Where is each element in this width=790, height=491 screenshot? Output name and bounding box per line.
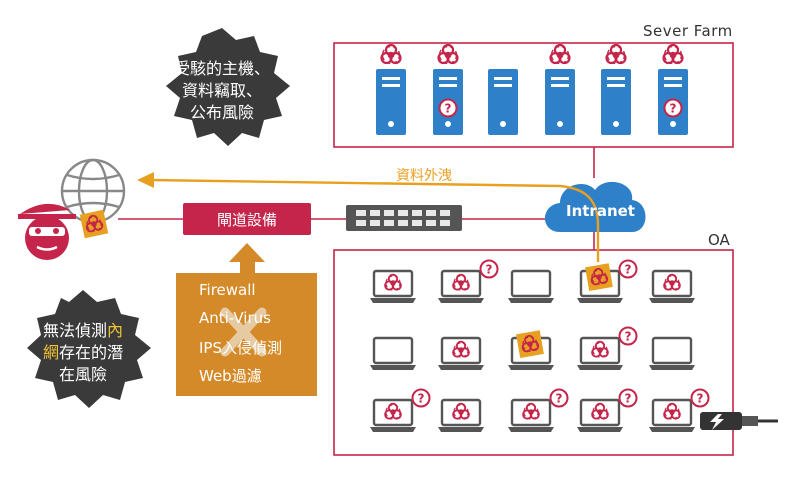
oa-laptop xyxy=(576,259,638,305)
laptop-icon xyxy=(648,336,696,372)
oa-laptop xyxy=(576,326,638,372)
intranet-label: Intranet xyxy=(566,202,635,220)
server-unit xyxy=(601,43,631,135)
server-icon xyxy=(488,69,518,135)
oa-laptop xyxy=(369,388,431,434)
threat-bubble-bottom xyxy=(27,290,151,408)
data-leak-label: 資料外洩 xyxy=(396,168,452,184)
oa-laptop xyxy=(369,269,417,305)
question-icon xyxy=(618,388,638,408)
oa-laptop xyxy=(437,336,485,372)
network-switch xyxy=(346,205,462,231)
server-icon xyxy=(601,69,631,135)
question-icon xyxy=(438,98,458,118)
question-icon xyxy=(690,388,710,408)
server-icon xyxy=(545,69,575,135)
threat-bubble-top xyxy=(166,28,290,146)
bubble-top-line: 公布風險 xyxy=(189,103,254,122)
oa-devices xyxy=(369,259,710,434)
security-item-antivirus: Anti-Virus xyxy=(199,309,271,327)
oa-laptop xyxy=(507,269,555,305)
laptop-icon xyxy=(507,269,555,305)
biohazard-icon xyxy=(662,43,684,65)
server-icon xyxy=(376,69,406,135)
security-item-web-filter: Web過濾 xyxy=(199,367,262,385)
oa-title: OA xyxy=(708,231,730,249)
server-unit xyxy=(433,43,463,135)
threat-bubble-top-text: 受駭的主機、 資料竊取、 公布風險 xyxy=(162,58,282,124)
oa-laptop xyxy=(507,388,569,434)
hacker-icon xyxy=(18,203,76,260)
server-farm-box xyxy=(333,42,734,148)
data-leak-arrow xyxy=(149,178,600,262)
bubble-top-line: 資料竊取、 xyxy=(181,81,262,100)
server-unit xyxy=(376,43,406,135)
oa-laptop xyxy=(369,336,417,372)
oa-laptop xyxy=(507,330,555,372)
oa-laptop xyxy=(648,269,696,305)
question-icon xyxy=(663,98,683,118)
security-up-arrow xyxy=(229,243,265,273)
question-icon xyxy=(549,388,569,408)
alert-note-icon xyxy=(585,263,613,291)
gateway-device: 閘道設備 xyxy=(183,203,311,235)
stolen-data-note-icon xyxy=(79,209,109,239)
biohazard-icon xyxy=(380,43,402,65)
threat-bubble-bottom-text: 無法偵測內 網存在的潛 在風險 xyxy=(20,320,146,386)
question-icon xyxy=(479,259,499,279)
biohazard-icon xyxy=(437,43,459,65)
usb-cable-icon xyxy=(700,412,778,430)
data-leak-arrowhead xyxy=(137,172,154,188)
server-unit xyxy=(545,43,575,135)
question-icon xyxy=(618,326,638,346)
server-unit xyxy=(658,43,688,135)
oa-laptop xyxy=(648,336,696,372)
server-farm-title: Sever Farm xyxy=(643,22,733,40)
question-icon xyxy=(411,388,431,408)
laptop-icon xyxy=(369,336,417,372)
oa-box xyxy=(333,249,734,456)
server-farm xyxy=(376,43,688,135)
oa-laptop xyxy=(648,388,710,434)
bubble-bottom-highlight: 內 xyxy=(107,321,124,340)
bubble-bottom-text: 無法偵測 xyxy=(42,321,107,340)
security-item-firewall: Firewall xyxy=(199,281,256,299)
oa-laptop xyxy=(437,259,499,305)
bubble-bottom-text: 存在的潛 xyxy=(59,343,124,362)
bubble-top-line: 受駭的主機、 xyxy=(173,59,270,78)
bubble-bottom-highlight: 網 xyxy=(42,343,59,362)
server-unit xyxy=(488,69,518,135)
bubble-bottom-line-1: 無法偵測內 xyxy=(20,320,146,342)
biohazard-icon xyxy=(549,43,571,65)
oa-laptop xyxy=(576,388,638,434)
security-item-ips: IPS入侵偵測 xyxy=(199,339,282,357)
biohazard-icon xyxy=(605,43,627,65)
bubble-bottom-line-3: 在風險 xyxy=(58,365,107,384)
alert-note-icon xyxy=(516,330,544,358)
bubble-bottom-line-2: 網存在的潛 xyxy=(20,342,146,364)
oa-laptop xyxy=(437,398,485,434)
security-cross-icon xyxy=(220,307,267,357)
question-icon xyxy=(618,259,638,279)
